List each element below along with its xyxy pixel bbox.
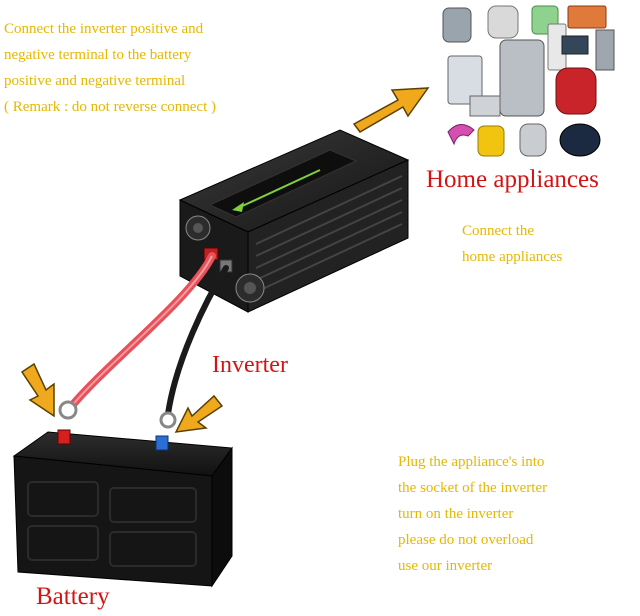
home-appliances-collage-image bbox=[442, 5, 615, 157]
instruction-line: turn on the inverter bbox=[398, 506, 514, 522]
negative-ring-terminal bbox=[159, 411, 177, 429]
appliance-cooker bbox=[487, 5, 519, 39]
instruction-line: positive and negative terminal bbox=[4, 73, 186, 89]
arrow-icon bbox=[20, 362, 55, 418]
battery-negative-terminal bbox=[155, 435, 169, 451]
arrow-icon bbox=[174, 394, 224, 433]
appliance-steel-kettle bbox=[519, 123, 547, 157]
appliance-rice-cooker bbox=[442, 7, 472, 43]
instruction-line: ( Remark : do not reverse connect ) bbox=[4, 99, 216, 115]
home-appliances-label: Home appliances bbox=[426, 166, 599, 193]
appliance-juicer bbox=[499, 39, 545, 117]
appliance-yellow-kettle bbox=[477, 125, 505, 157]
appliance-washer bbox=[447, 55, 483, 105]
appliance-pc bbox=[595, 29, 615, 71]
instruction-line: please do not overload bbox=[398, 532, 534, 548]
appliance-microwave bbox=[567, 5, 607, 29]
battery-image bbox=[12, 429, 233, 588]
arrow-icon bbox=[352, 87, 430, 133]
appliance-laptop bbox=[469, 95, 501, 117]
appliance-monitor bbox=[561, 35, 589, 55]
battery-positive-terminal bbox=[57, 429, 71, 445]
negative-cable bbox=[165, 265, 229, 417]
instruction-line: Connect the bbox=[462, 223, 535, 239]
appliance-hair-dryer bbox=[447, 124, 475, 146]
instruction-line: Connect the inverter positive and bbox=[4, 21, 204, 37]
battery-connection-instructions: Connect the inverter positive and negati… bbox=[4, 16, 216, 120]
battery-label: Battery bbox=[36, 583, 110, 610]
inverter-label: Inverter bbox=[212, 352, 288, 378]
instruction-line: the socket of the inverter bbox=[398, 480, 548, 496]
instruction-line: home appliances bbox=[462, 249, 563, 265]
positive-ring-terminal bbox=[58, 400, 78, 420]
appliance-red-cooker bbox=[555, 67, 597, 115]
usage-instructions: Plug the appliance's into the socket of … bbox=[398, 449, 547, 579]
instruction-line: use our inverter bbox=[398, 558, 493, 574]
appliance-connection-instructions: Connect the home appliances bbox=[462, 218, 562, 270]
appliance-black-kettle bbox=[559, 123, 601, 157]
instruction-line: Plug the appliance's into bbox=[398, 454, 545, 470]
instruction-line: negative terminal to the battery bbox=[4, 47, 192, 63]
positive-cable-highlight bbox=[69, 255, 213, 409]
